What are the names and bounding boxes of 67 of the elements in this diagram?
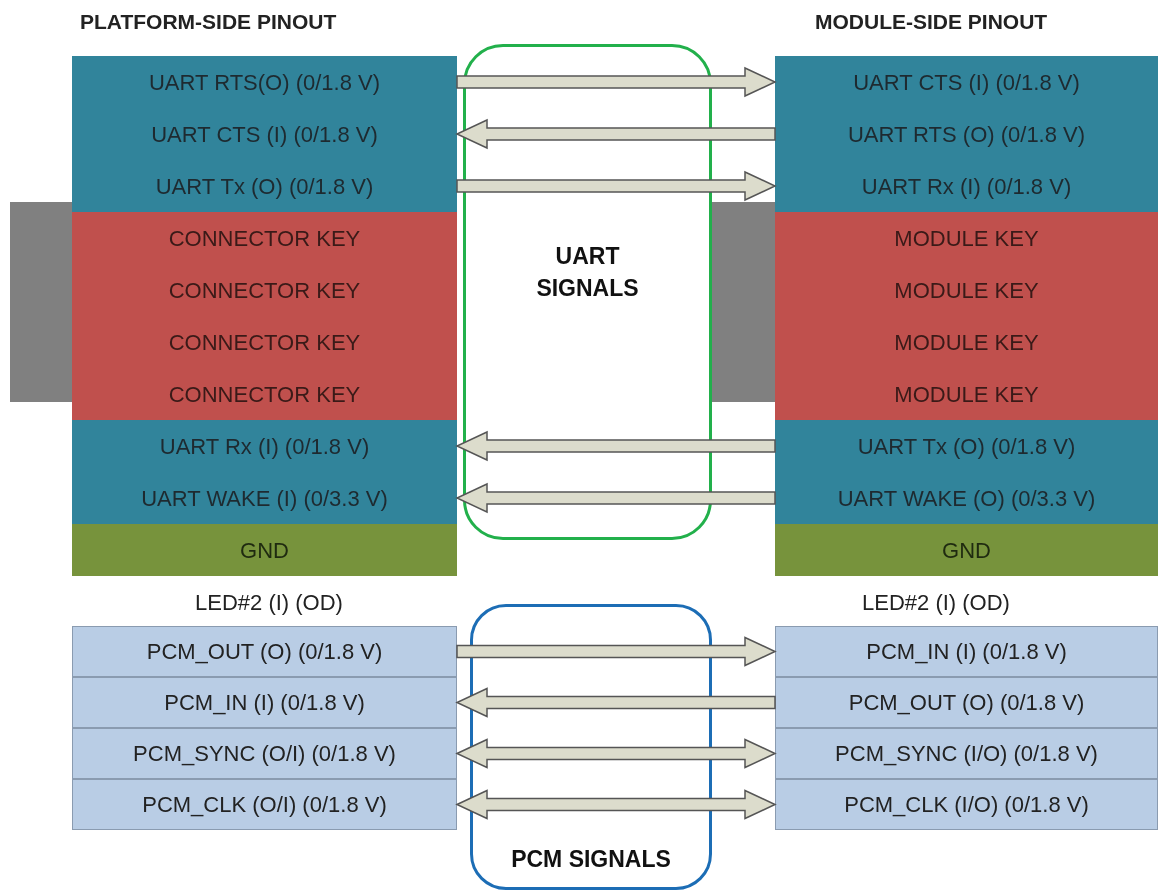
pin-label: GND <box>942 536 991 565</box>
pin-row <box>72 677 457 728</box>
pin-label: UART CTS (I) (0/1.8 V) <box>853 68 1080 97</box>
pin-label: UART WAKE (O) (0/3.3 V) <box>837 484 1096 513</box>
pin-row <box>775 626 1158 677</box>
pin-label: UART WAKE (I) (0/3.3 V) <box>141 484 388 513</box>
pin-label: PCM_CLK (O/I) (0/1.8 V) <box>142 791 387 819</box>
pin-row <box>72 728 457 779</box>
connector-tab <box>712 202 775 402</box>
arrow <box>456 170 776 202</box>
key-row <box>775 212 1158 264</box>
pin-label: MODULE KEY <box>894 328 1039 357</box>
connector-tab <box>10 202 72 402</box>
pin-label: UART Rx (I) (0/1.8 V) <box>861 172 1072 201</box>
pin-row <box>72 160 457 212</box>
pin-label: LED#2 (I) (OD) <box>862 589 1010 617</box>
pin-label: PCM_IN (I) (0/1.8 V) <box>866 638 1067 666</box>
pin-row <box>72 779 457 830</box>
pin-label: UART RTS (O) (0/1.8 V) <box>847 120 1086 149</box>
column-heading: PLATFORM-SIDE PINOUT <box>80 9 337 35</box>
pin-label: CONNECTOR KEY <box>168 224 361 253</box>
pin-row <box>72 420 457 472</box>
ground-row <box>775 524 1158 576</box>
pin-label: UART Tx (O) (0/1.8 V) <box>155 172 374 201</box>
group-title: UART SIGNALS <box>535 241 640 303</box>
pin-label: CONNECTOR KEY <box>168 380 361 409</box>
pin-row <box>775 56 1158 108</box>
pin-row <box>775 779 1158 830</box>
pin-row <box>72 472 457 524</box>
key-row <box>72 212 457 264</box>
group-title: PCM SIGNALS <box>511 844 671 874</box>
arrow <box>456 636 776 667</box>
pin-label: CONNECTOR KEY <box>168 328 361 357</box>
arrow <box>456 482 776 514</box>
arrow <box>456 687 776 718</box>
pin-label: UART Rx (I) (0/1.8 V) <box>159 432 370 461</box>
pin-row <box>775 472 1158 524</box>
pin-label: CONNECTOR KEY <box>168 276 361 305</box>
key-row <box>72 368 457 420</box>
pin-label: MODULE KEY <box>894 380 1039 409</box>
pin-label: UART Tx (O) (0/1.8 V) <box>857 432 1076 461</box>
pin-label: PCM_OUT (O) (0/1.8 V) <box>146 638 383 666</box>
arrow <box>456 66 776 98</box>
column-heading: MODULE-SIDE PINOUT <box>815 9 1048 35</box>
arrow <box>455 789 776 820</box>
arrow <box>456 430 776 462</box>
pin-row <box>775 728 1158 779</box>
pin-row <box>775 677 1158 728</box>
pin-row <box>72 626 457 677</box>
pin-label: MODULE KEY <box>894 224 1039 253</box>
pin-row <box>72 56 457 108</box>
pin-label: MODULE KEY <box>894 276 1039 305</box>
pin-label: PCM_IN (I) (0/1.8 V) <box>164 689 365 717</box>
pin-label: UART RTS(O) (0/1.8 V) <box>148 68 381 97</box>
pin-label: GND <box>240 536 289 565</box>
pin-label: PCM_SYNC (I/O) (0/1.8 V) <box>835 740 1098 768</box>
pin-row <box>775 160 1158 212</box>
pin-row <box>775 420 1158 472</box>
arrow <box>456 118 776 150</box>
pin-label: UART CTS (I) (0/1.8 V) <box>151 120 378 149</box>
ground-row <box>72 524 457 576</box>
pin-label: PCM_CLK (I/O) (0/1.8 V) <box>844 791 1089 819</box>
key-row <box>775 368 1158 420</box>
pin-label: PCM_OUT (O) (0/1.8 V) <box>848 689 1085 717</box>
pin-label: PCM_SYNC (O/I) (0/1.8 V) <box>133 740 396 768</box>
pin-label: LED#2 (I) (OD) <box>195 589 343 617</box>
arrow <box>455 738 776 769</box>
